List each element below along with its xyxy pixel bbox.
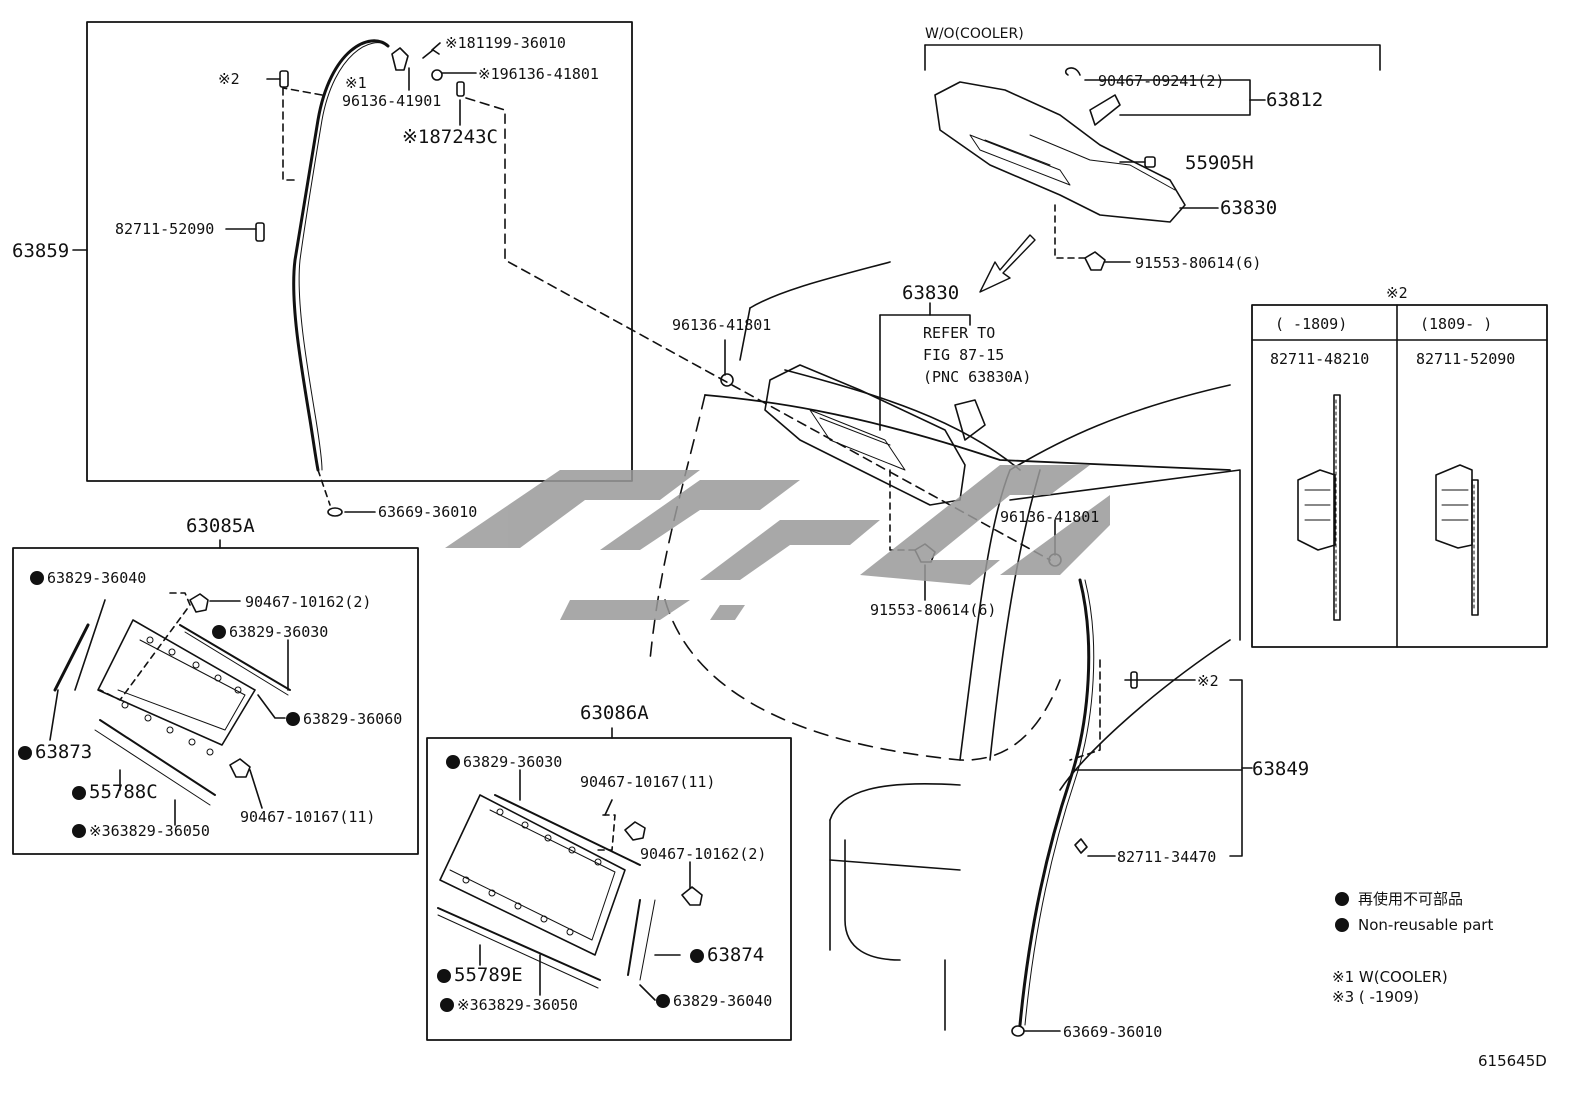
label-63829-36030-a-text: 63829-36030	[229, 623, 329, 641]
label-63874: 63874	[690, 944, 764, 966]
label-90467-10167-b: 90467-10167(11)	[580, 773, 716, 791]
label-55789e: 55789E	[437, 964, 523, 986]
legend-dot-1	[1335, 892, 1349, 906]
label-table-col2-part: 82711-52090	[1416, 350, 1516, 368]
label-55788c-text: 55788C	[89, 781, 158, 803]
label-96136-41801-mid: 96136-41801	[672, 316, 772, 334]
label-63669-36010-top: 63669-36010	[378, 503, 478, 521]
label-63859: 63859	[12, 240, 70, 262]
label-96136-41801-top: ※196136-41801	[478, 65, 599, 83]
label-63085a: 63085A	[186, 515, 255, 537]
label-table-col1-part: 82711-48210	[1270, 350, 1370, 368]
legend-text-en: Non-reusable part	[1358, 916, 1494, 934]
label-55905h: 55905H	[1185, 152, 1254, 174]
label-63830-mid: 63830	[902, 282, 960, 304]
label-63669-36010-bottom: 63669-36010	[1063, 1023, 1163, 1041]
label-refer-line1: REFER TO	[923, 324, 996, 342]
box-63086a	[426, 727, 792, 1041]
label-55789e-text: 55789E	[454, 964, 523, 986]
legend-note1: ※1 W(COOLER)	[1332, 968, 1448, 986]
label-63829-36030-b: 63829-36030	[446, 753, 562, 771]
label-table-title: ※2	[1386, 284, 1408, 302]
label-63829-36060: 63829-36060	[286, 710, 402, 728]
label-63829-36050-a-text: ※363829-36050	[89, 822, 210, 840]
vehicle-body	[649, 261, 1253, 1037]
label-87243c: ※187243C	[402, 126, 498, 148]
label-63829-36040-a-text: 63829-36040	[47, 569, 147, 587]
label-91553-80614-mid: 91553-80614(6)	[870, 601, 997, 619]
legend-text-ja: 再使用不可部品	[1358, 890, 1464, 908]
label-90467-10162-a: 90467-10162(2)	[245, 593, 372, 611]
label-63829-36030-a: 63829-36030	[212, 623, 328, 641]
label-63829-36030-b-text: 63829-36030	[463, 753, 563, 771]
wo-cooler-assembly	[924, 44, 1381, 293]
box-63085a	[12, 539, 419, 855]
label-table-col1-header: ( -1809)	[1275, 315, 1348, 333]
label-63829-36040-b-text: 63829-36040	[673, 992, 773, 1010]
label-90467-10162-b: 90467-10162(2)	[640, 845, 767, 863]
label-63829-36060-text: 63829-36060	[303, 710, 403, 728]
label-refer-line2: FIG 87-15	[923, 346, 1005, 364]
watermark-logo	[445, 465, 1110, 620]
label-82711-34470: 82711-34470	[1117, 848, 1217, 866]
label-note2-right: ※2	[1197, 672, 1219, 690]
label-55788c: 55788C	[72, 781, 158, 803]
diagram-id: 615645D	[1478, 1052, 1547, 1070]
label-63873-text: 63873	[35, 741, 93, 763]
label-63829-36050-b: ※363829-36050	[440, 996, 578, 1014]
label-63829-36040-b: 63829-36040	[656, 992, 772, 1010]
label-table-col2-header: (1809- )	[1420, 315, 1493, 333]
label-63874-text: 63874	[707, 944, 765, 966]
legend-dot-2	[1335, 918, 1349, 932]
label-63829-36040-a: 63829-36040	[30, 569, 146, 587]
label-refer-line3: (PNC 63830A)	[923, 368, 1032, 386]
hose-inset-box	[72, 21, 1051, 561]
label-63829-36050-a: ※363829-36050	[72, 822, 210, 840]
label-63849: 63849	[1252, 758, 1310, 780]
variant-table	[1251, 304, 1548, 648]
label-90467-09241: 90467-09241(2)	[1098, 72, 1225, 90]
label-96136-41901: 96136-41901	[342, 92, 442, 110]
label-63830-top: 63830	[1220, 197, 1278, 219]
label-63812: 63812	[1266, 89, 1324, 111]
label-wo-cooler: W/O(COOLER)	[925, 26, 1024, 42]
label-91553-80614-top: 91553-80614(6)	[1135, 254, 1262, 272]
label-note1-left: ※1	[345, 74, 367, 92]
legend-note3: ※3 ( -1909)	[1332, 988, 1419, 1006]
label-63086a: 63086A	[580, 702, 649, 724]
label-96136-41801-right: 96136-41801	[1000, 508, 1100, 526]
label-63873: 63873	[18, 741, 92, 763]
label-90467-10167-a: 90467-10167(11)	[240, 808, 376, 826]
label-63829-36050-b-text: ※363829-36050	[457, 996, 578, 1014]
label-81199-36010: ※181199-36010	[445, 34, 566, 52]
label-note2-left: ※2	[218, 70, 240, 88]
label-82711-52090: 82711-52090	[115, 220, 215, 238]
